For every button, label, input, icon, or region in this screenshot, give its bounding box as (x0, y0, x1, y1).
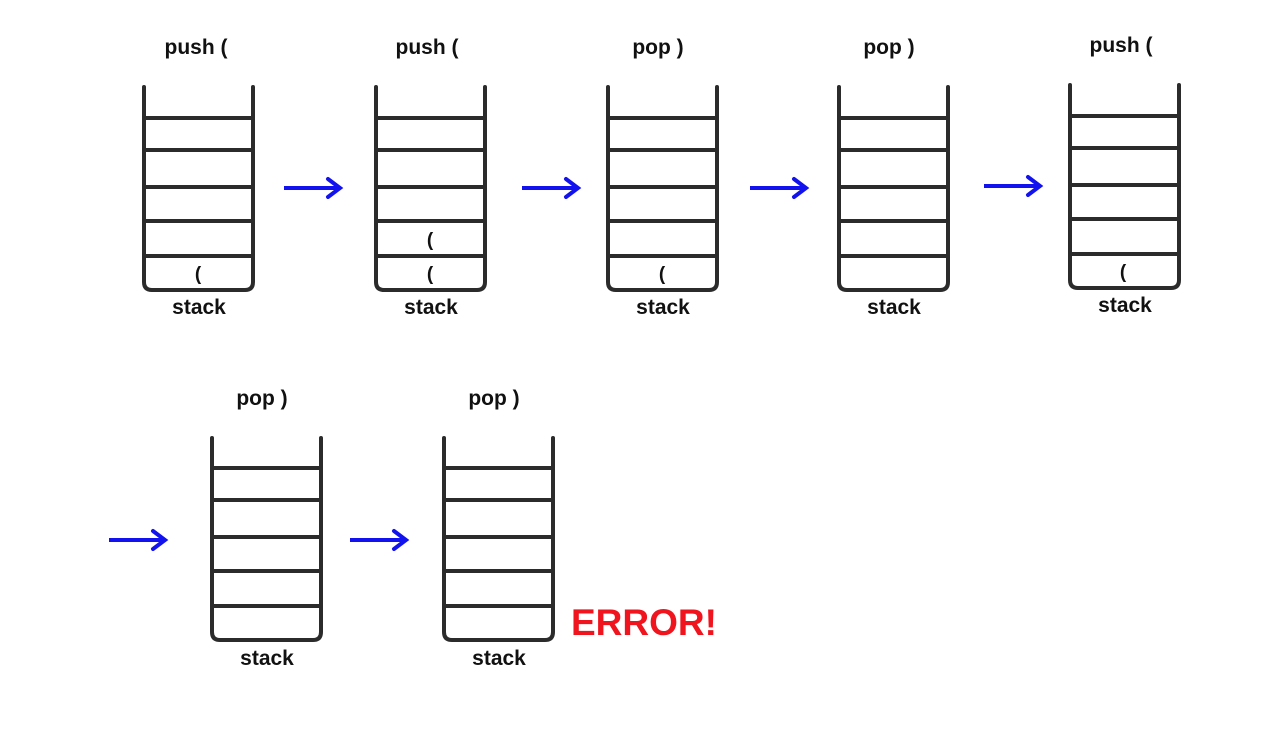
stack-label: stack (1098, 294, 1152, 317)
operation-label: push ( (1090, 34, 1153, 57)
stack-item: ( (427, 230, 434, 251)
arrow-right-icon (284, 177, 344, 199)
stack-step-7: pop ) stack (442, 387, 555, 670)
arrow-head (326, 177, 344, 199)
stack-step-1: push ( ( stack (142, 36, 255, 319)
stack-label: stack (472, 647, 526, 670)
operation-label: push ( (165, 36, 228, 59)
error-message: ERROR! (571, 602, 717, 643)
operation-label: pop ) (863, 36, 914, 59)
stack-label: stack (867, 296, 921, 319)
stack-container (837, 85, 950, 292)
stack-container (210, 436, 323, 642)
stack-item: ( (195, 264, 202, 285)
stack-container (442, 436, 555, 642)
stack-item: ( (659, 264, 666, 285)
stack-container (374, 85, 487, 292)
arrow-right-icon (984, 175, 1044, 197)
operation-label: pop ) (632, 36, 683, 59)
stack-step-4: pop ) stack (837, 36, 950, 319)
arrow-head (564, 177, 582, 199)
arrow-head (151, 529, 169, 551)
operation-label: pop ) (468, 387, 519, 410)
stack-label: stack (404, 296, 458, 319)
stack-container (1068, 83, 1181, 290)
arrow-head (1026, 175, 1044, 197)
arrow-right-icon (750, 177, 810, 199)
arrow-right-icon (350, 529, 410, 551)
stack-item: ( (427, 264, 434, 285)
stack-container (606, 85, 719, 292)
arrow-right-icon (109, 529, 169, 551)
stack-container (142, 85, 255, 292)
stack-step-6: pop ) stack (210, 387, 323, 670)
stack-label: stack (636, 296, 690, 319)
stack-item: ( (1120, 262, 1127, 283)
stack-step-3: pop ) ( stack (606, 36, 719, 319)
stack-label: stack (240, 647, 294, 670)
stack-step-2: push ( ( ( stack (374, 36, 487, 319)
arrow-head (392, 529, 410, 551)
stack-step-5: push ( ( stack (1068, 34, 1181, 317)
operation-label: pop ) (236, 387, 287, 410)
arrow-right-icon (522, 177, 582, 199)
arrow-head (792, 177, 810, 199)
operation-label: push ( (396, 36, 459, 59)
stack-label: stack (172, 296, 226, 319)
